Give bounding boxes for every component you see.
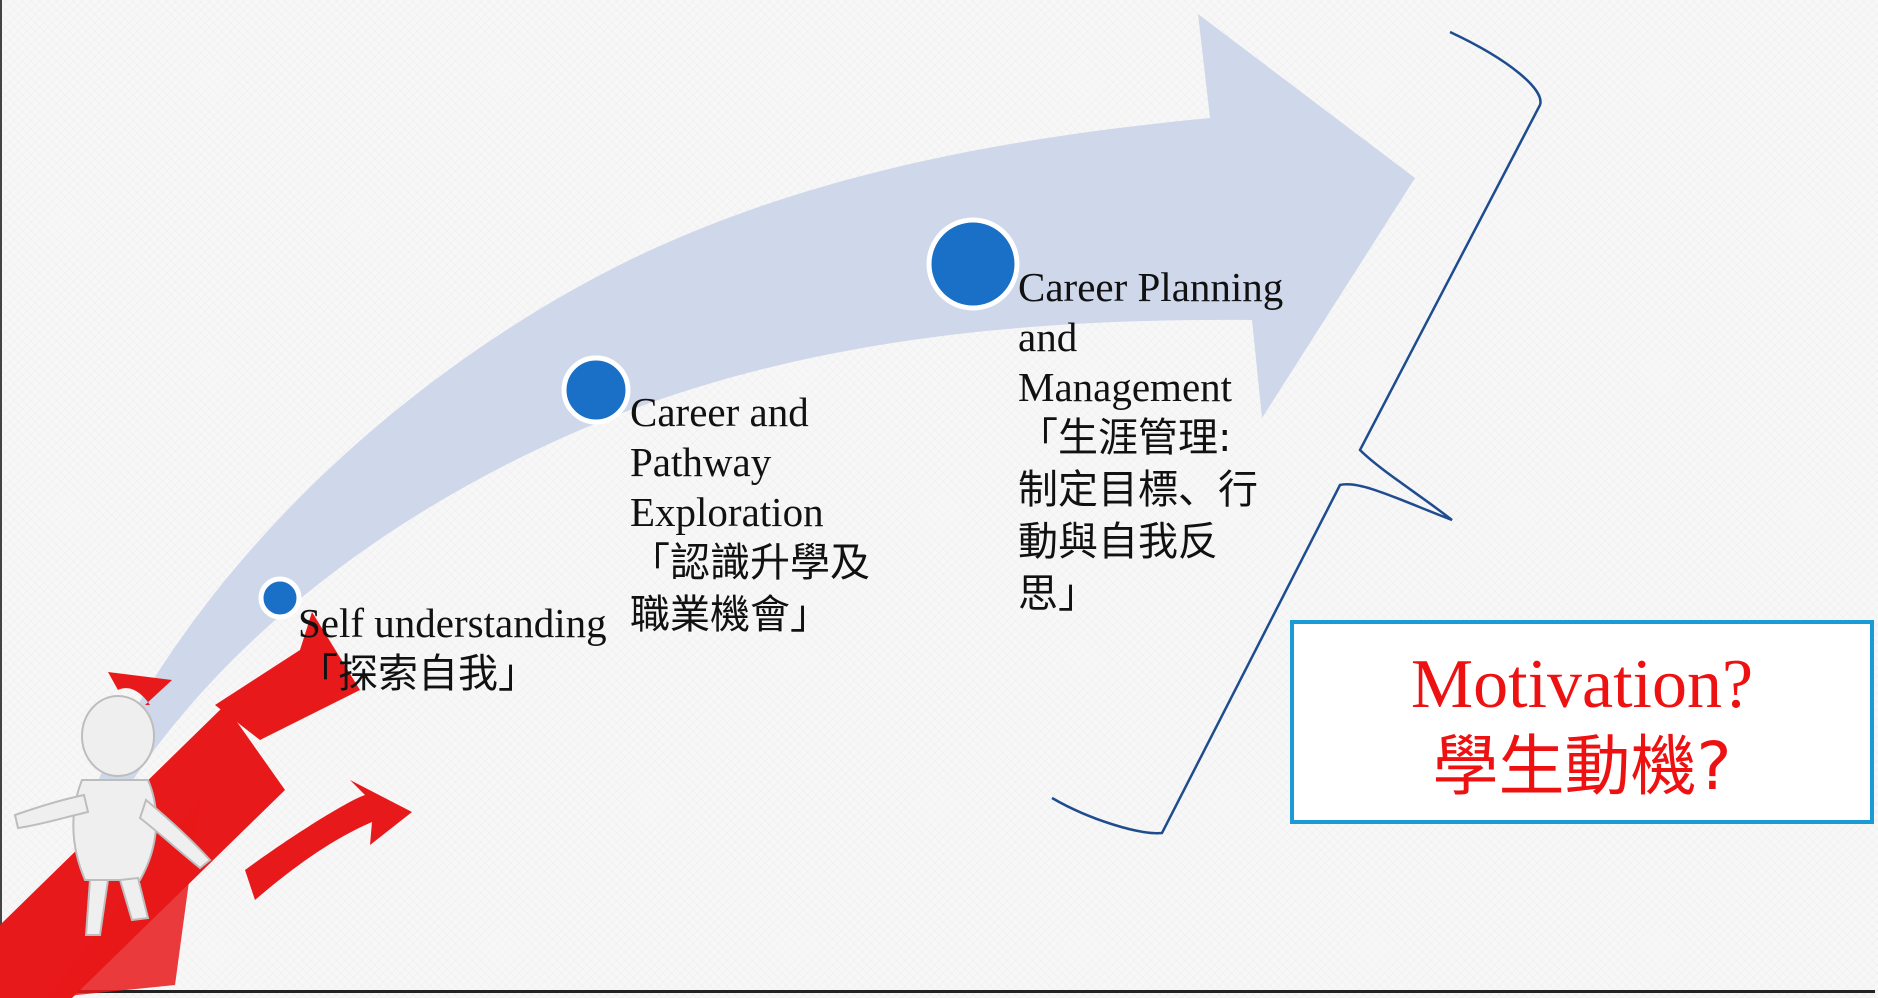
step-label-self-understanding: Self understanding 「探索自我」 [298, 598, 618, 700]
step-1-title: Self understanding [298, 600, 607, 646]
motivation-box: Motivation? 學生動機? [1290, 620, 1874, 824]
step-dot-1 [258, 576, 302, 620]
step-2-subtitle: 「認識升學及職業機會」 [630, 540, 870, 638]
step-1-subtitle: 「探索自我」 [298, 651, 538, 697]
progress-arrow [85, 14, 1415, 810]
step-2-title: Career and Pathway Exploration [630, 389, 824, 535]
motivation-subtitle: 學生動機? [1432, 728, 1732, 805]
curly-brace [1051, 30, 1542, 835]
step-dot-2 [561, 355, 631, 425]
step-dot-3 [926, 217, 1020, 311]
step-3-title: Career Planning and Management [1018, 264, 1284, 410]
motivation-title: Motivation? [1410, 646, 1754, 723]
step-dots [258, 217, 1020, 620]
step-3-subtitle: 「生涯管理: 制定目標、行動與自我反思」 [1018, 415, 1258, 617]
step-label-career-pathway: Career and Pathway Exploration 「認識升學及職業機… [630, 387, 920, 641]
step-label-career-planning: Career Planning and Management 「生涯管理: 制定… [1018, 262, 1288, 620]
person-figure [13, 695, 212, 936]
